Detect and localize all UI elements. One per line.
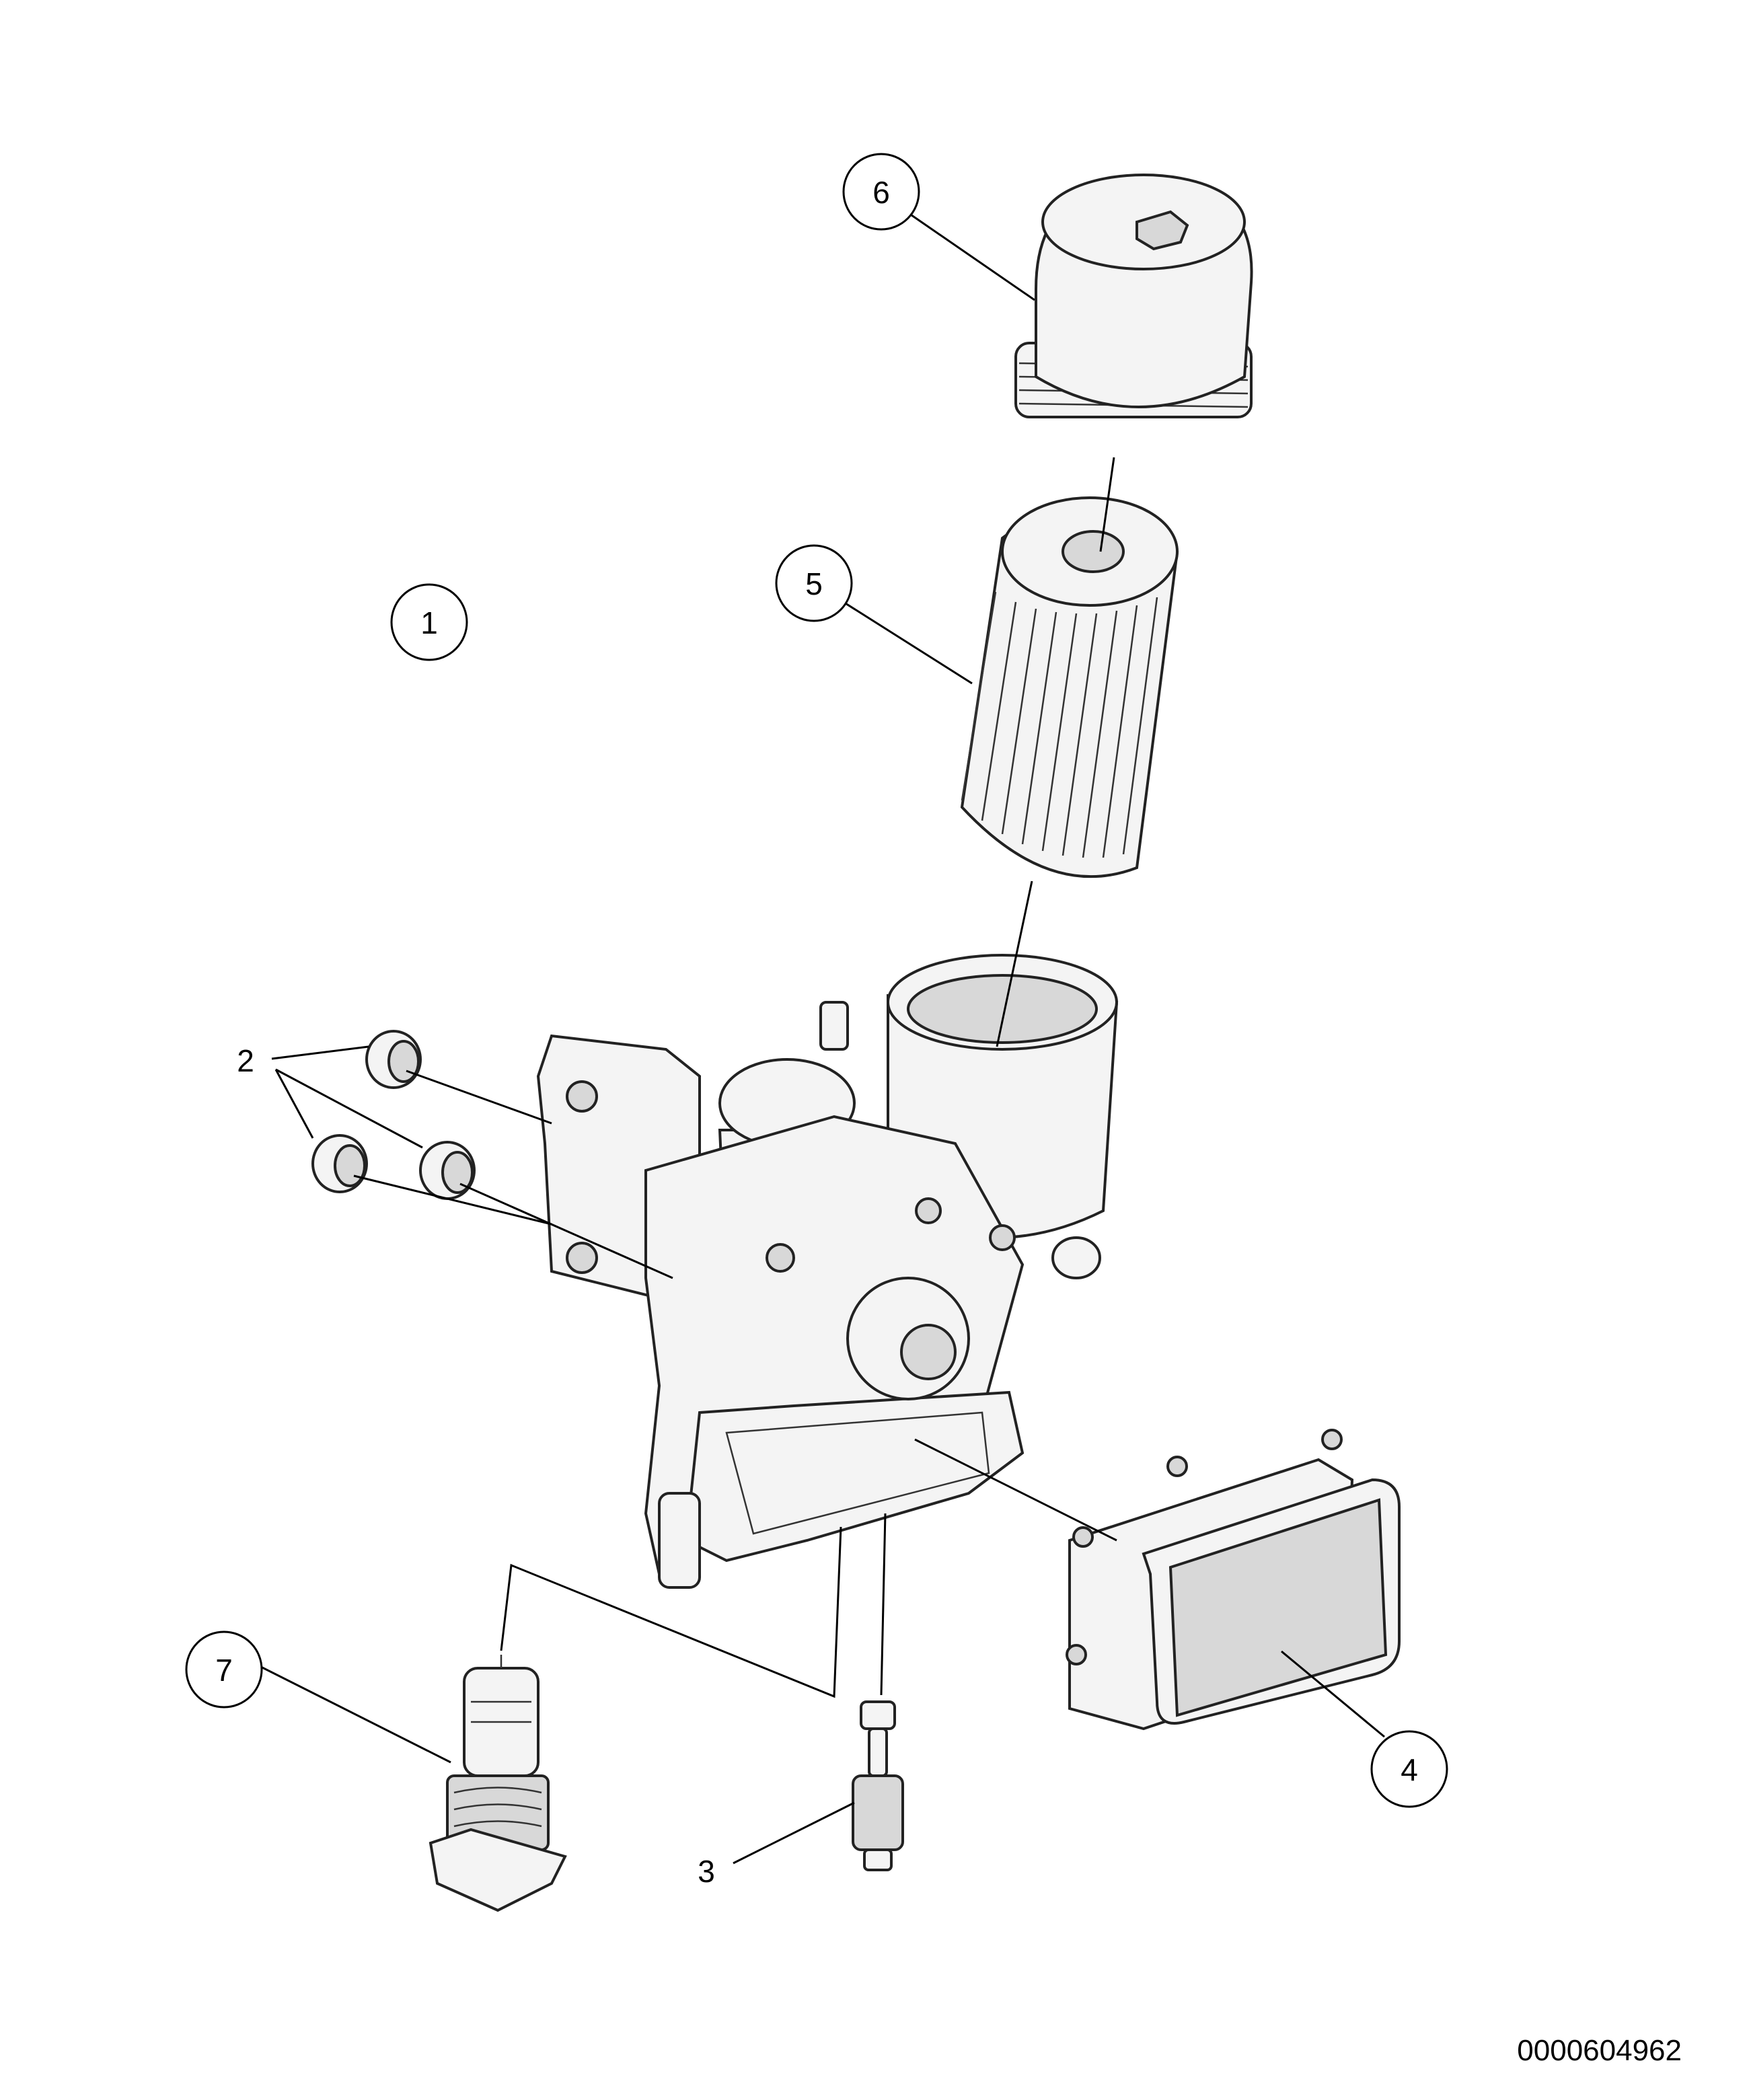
valve	[852, 1700, 904, 1871]
thermostat	[429, 1655, 567, 1912]
filter-cap	[1014, 174, 1253, 418]
callout-5-label: 5	[805, 566, 823, 601]
callout-7: 7	[185, 1630, 263, 1709]
callout-6-label: 6	[872, 175, 890, 210]
callout-4-label: 4	[1401, 1752, 1418, 1787]
callout-2: 2	[237, 1043, 254, 1078]
callout-1: 1	[390, 583, 468, 661]
callout-2-label: 2	[237, 1043, 254, 1078]
sealing-rings	[311, 1030, 476, 1200]
oil-cooler	[1066, 1429, 1401, 1731]
callout-7-label: 7	[215, 1653, 233, 1688]
callout-3: 3	[698, 1854, 715, 1889]
leader-lines	[250, 209, 1385, 1865]
filter-element	[960, 496, 1179, 878]
reference-number: 0000604962	[1517, 2034, 1682, 2067]
sealing-ring-2	[311, 1134, 368, 1193]
filter-housing	[536, 954, 1119, 1589]
sealing-ring-3	[419, 1141, 476, 1200]
callout-4: 4	[1370, 1730, 1448, 1808]
callout-1-label: 1	[420, 605, 438, 640]
callout-3-label: 3	[698, 1854, 715, 1889]
sealing-ring-1	[365, 1030, 422, 1089]
callout-5: 5	[775, 544, 853, 622]
callout-6: 6	[842, 153, 920, 231]
